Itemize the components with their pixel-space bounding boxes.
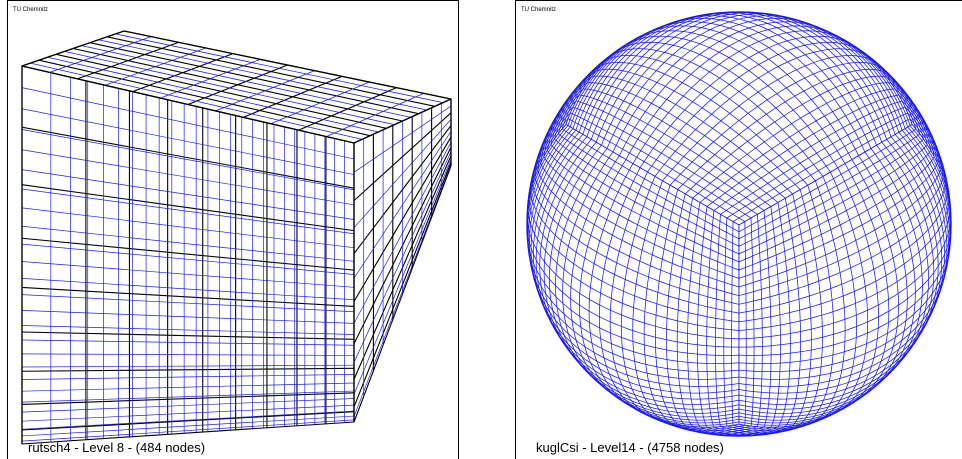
sphere-grid-line: [619, 22, 824, 156]
sphere-grid-line: [663, 56, 871, 181]
front-face-refined-line: [22, 88, 354, 159]
front-face-refined-line: [22, 189, 354, 234]
sphere-grid-line: [764, 210, 771, 427]
front-face-refined-line: [22, 208, 354, 248]
sphere-grid-line: [840, 37, 912, 124]
top-face-refined-line: [160, 59, 260, 98]
sphere-grid-line: [751, 218, 754, 426]
front-face-refined-line: [22, 420, 354, 441]
sphere-grid-line: [576, 101, 764, 210]
front-face-refined-line: [22, 411, 354, 429]
sphere-grid-line: [566, 37, 639, 124]
front-face-line: [22, 393, 354, 405]
sphere-grid-line: [790, 18, 902, 130]
front-face-refined-line: [22, 354, 354, 356]
sphere-grid-line: [591, 12, 749, 139]
front-face-line: [22, 368, 354, 371]
sphere-grid-line: [733, 119, 910, 222]
sphere-grid-line: [716, 214, 721, 426]
top-face-line: [243, 76, 342, 117]
sphere-grid-line: [633, 31, 845, 164]
sphere-grid-line: [544, 308, 738, 393]
top-face-line: [188, 65, 288, 105]
sphere-grid-line: [840, 37, 912, 124]
top-face-refined-line: [216, 71, 315, 111]
front-face-line: [22, 412, 354, 430]
sphere-grid-line: [568, 119, 745, 222]
front-face-refined-line: [22, 244, 354, 274]
sphere-grid-line: [647, 42, 858, 172]
front-face-refined-line: [22, 226, 354, 261]
sphere-grid-line: [739, 308, 934, 393]
mesh-caption: rutsch4 - Level 8 - (484 nodes): [28, 440, 205, 455]
front-face-refined-line: [22, 310, 354, 323]
mesh-panel-right: TU Chemnitz kuglCsi - Level14 - (4758 no…: [515, 0, 962, 459]
top-face-line: [299, 88, 397, 131]
sphere-grid-line: [571, 156, 620, 395]
front-face-refined-line: [22, 383, 354, 391]
sphere-grid-line: [576, 18, 688, 130]
sphere-grid-line: [654, 22, 859, 156]
mesh-caption: kuglCsi - Level14 - (4758 nodes): [536, 440, 724, 455]
sphere-grid-line: [682, 16, 871, 149]
sphere-grid-line: [633, 31, 845, 164]
sphere-grid-line: [707, 210, 714, 427]
sphere-grid-line: [579, 15, 701, 132]
sphere-grid-line: [724, 218, 727, 426]
sphere-grid-line: [732, 222, 733, 426]
front-face-refined-line: [22, 340, 354, 345]
sphere-grid-line: [757, 214, 762, 426]
front-face-line: [22, 185, 354, 231]
sphere-grid-line: [729, 12, 887, 139]
cube-mesh-plot: [8, 1, 458, 459]
sphere-grid-line: [771, 207, 781, 428]
front-face-refined-line: [22, 109, 354, 175]
sphere-grid-line: [619, 42, 830, 172]
front-face-refined-line: [22, 130, 354, 190]
sphere-grid-line: [859, 156, 908, 395]
sphere-grid-line: [566, 37, 639, 124]
sphere-grid-line: [739, 321, 928, 399]
sphere-mesh-plot: [516, 1, 962, 459]
sphere-grid-line: [777, 15, 899, 132]
top-face-refined-line: [271, 82, 369, 124]
sphere-grid-line: [607, 55, 815, 180]
front-face-refined-line: [22, 365, 354, 367]
sphere-grid-line: [551, 321, 739, 399]
sphere-grid-line: [607, 16, 796, 149]
sphere-grid-line: [714, 101, 902, 210]
sphere-grid-line: [596, 13, 769, 142]
front-face-refined-line: [22, 374, 354, 379]
sphere-grid-line: [745, 222, 746, 426]
top-face-refined-line: [326, 93, 423, 136]
sphere-grid-line: [697, 206, 707, 427]
mesh-panel-left: TU Chemnitz rutsch4 - Level 8 - (484 nod…: [7, 0, 459, 459]
sphere-grid-line: [709, 13, 882, 143]
